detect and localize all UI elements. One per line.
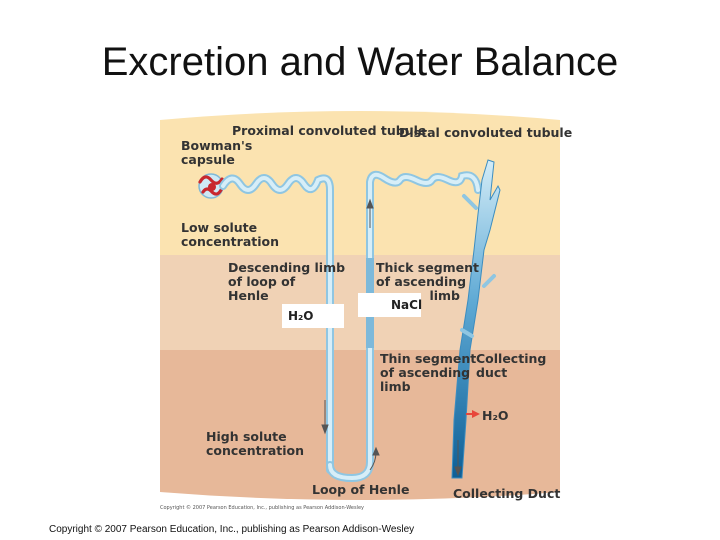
- collecting-duct-bottom-label: Collecting Duct: [453, 486, 561, 501]
- h2o-right-label: H₂O: [482, 408, 509, 423]
- low-solute-label: Low solute concentration: [181, 220, 280, 249]
- nacl-box: NaCl: [358, 293, 422, 317]
- proximal-tubule-label: Proximal convoluted tubule: [232, 123, 427, 138]
- thick-segment-label: Thick segment of ascending limb: [376, 260, 480, 303]
- bowmans-capsule: [198, 173, 224, 199]
- collecting-duct-label: Collecting duct: [476, 351, 547, 380]
- distal-tubule-label: Distal convoluted tubule: [399, 125, 573, 140]
- high-solute-label: High solute concentration: [206, 429, 305, 458]
- collecting-duct-tube: [451, 159, 501, 479]
- thin-segment-label: Thin segment of ascending limb: [380, 351, 477, 394]
- flow-arrows: [321, 198, 462, 477]
- loop-of-henle-label: Loop of Henle: [312, 482, 410, 497]
- diagram-credit: Copyright © 2007 Pearson Education, Inc.…: [160, 505, 364, 511]
- background-zones: [160, 111, 560, 500]
- bowmans-capsule-label: Bowman's capsule: [181, 138, 253, 167]
- descending-limb-label: Descending limb of loop of Henle: [228, 260, 346, 303]
- slide-title: Excretion and Water Balance: [101, 40, 619, 84]
- h2o-left-box: H₂O: [282, 304, 344, 328]
- slide-footer: Copyright © 2007 Pearson Education, Inc.…: [49, 524, 415, 535]
